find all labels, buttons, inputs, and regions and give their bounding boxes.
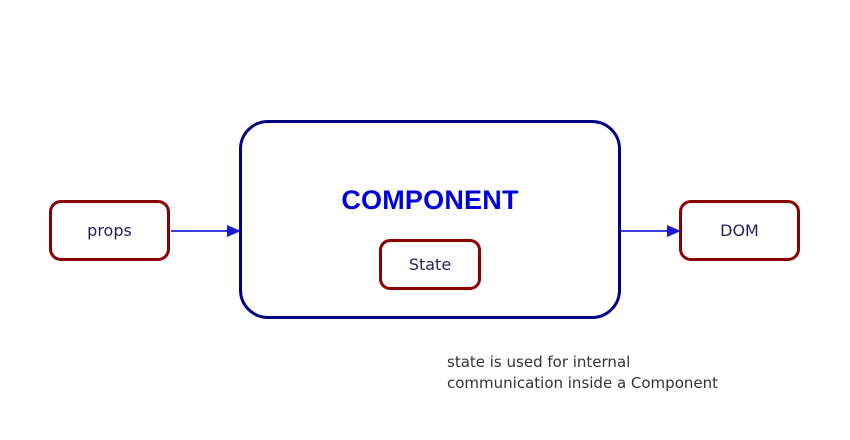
node-dom-label: DOM [720,220,759,240]
node-props-label: props [87,220,132,240]
node-props[interactable]: props [49,200,170,261]
arrow-props-to-component [171,221,241,241]
node-state-label: State [408,254,452,274]
arrow-component-to-dom [621,221,681,241]
node-state[interactable]: State [379,239,481,290]
diagram-caption: state is used for internal communication… [447,353,718,392]
node-dom[interactable]: DOM [679,200,800,261]
component-title: COMPONENT [341,185,519,215]
